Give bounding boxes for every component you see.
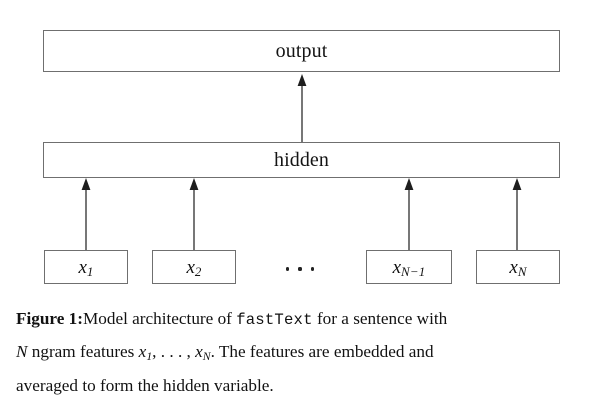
caption-figure-label: Figure 1: [16, 309, 83, 328]
caption-math-xn-sub: N [202, 350, 211, 364]
caption-line-3: averaged to form the hidden variable. [16, 376, 274, 395]
input-feature-base-xn: x [509, 256, 518, 278]
caption-line-1-text-a: Model architecture of [83, 309, 237, 328]
arrow-xn-minus-1-to-hidden [401, 178, 417, 252]
input-feature-base-x2: x [186, 256, 195, 278]
input-feature-subscript-x2: 2 [194, 264, 202, 280]
caption-math-x1: x1 [138, 342, 153, 364]
caption-line-2-text-b: . The features are embedded and [210, 342, 434, 361]
model-architecture-diagram: output hidden [43, 30, 560, 284]
input-feature-base-xn-minus-1: x [392, 256, 402, 278]
arrow-hidden-to-output [294, 74, 310, 144]
output-layer-label: output [275, 40, 328, 62]
ellipsis-icon [268, 258, 332, 280]
caption-math-n: N [16, 342, 28, 361]
caption-math-xn: xN [195, 342, 211, 364]
hidden-layer-box: hidden [43, 142, 560, 178]
caption-fasttext-mono: fastText [236, 311, 313, 329]
caption-math-x1-sub: 1 [146, 350, 153, 364]
hidden-layer-label: hidden [273, 149, 330, 171]
caption-line-2: N ngram features x1, . . . , xN. The fea… [16, 336, 576, 370]
input-feature-box-xn: xN [476, 250, 560, 284]
input-feature-label-xn: xN [509, 256, 527, 280]
figure-caption: Figure 1:Model architecture of fastText … [16, 303, 576, 402]
caption-line-1-text-b: for a sentence with [312, 309, 448, 328]
ellipsis-dot [286, 267, 290, 271]
arrow-x2-to-hidden [186, 178, 202, 252]
input-feature-box-xn-minus-1: xN−1 [366, 250, 452, 284]
arrow-x1-to-hidden [78, 178, 94, 252]
input-feature-label-x1: x1 [78, 256, 94, 280]
caption-line-2-text-a: ngram features [27, 342, 139, 361]
caption-math-dots: , . . . , [152, 342, 196, 361]
caption-math-xn-base: x [195, 342, 203, 361]
ellipsis-dot [310, 267, 314, 271]
output-layer-box: output [43, 30, 560, 72]
input-feature-box-x2: x2 [152, 250, 236, 284]
input-feature-subscript-xn-minus-1: N−1 [401, 264, 426, 280]
arrow-xn-to-hidden [509, 178, 525, 252]
input-feature-subscript-xn: N [517, 264, 527, 280]
ellipsis-dot [298, 267, 302, 271]
input-feature-base-x1: x [78, 256, 87, 278]
input-feature-subscript-x1: 1 [86, 264, 94, 280]
input-feature-label-x2: x2 [186, 256, 202, 280]
input-feature-label-xn-minus-1: xN−1 [392, 256, 426, 280]
caption-math-x1-base: x [138, 342, 147, 361]
caption-line-1: Figure 1:Model architecture of fastText … [16, 303, 576, 336]
input-feature-box-x1: x1 [44, 250, 128, 284]
